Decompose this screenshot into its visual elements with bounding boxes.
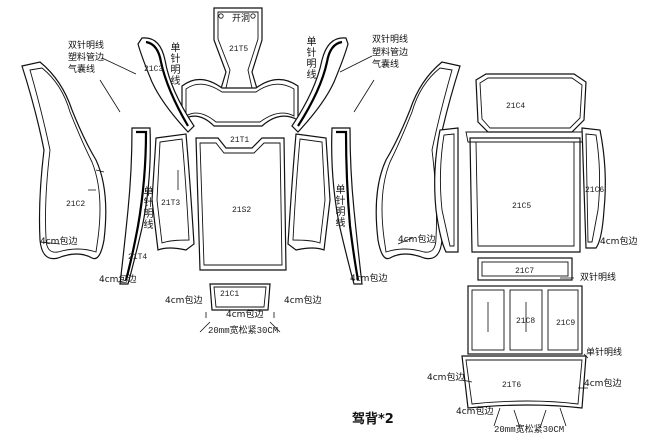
piece-21C5 — [465, 131, 587, 253]
piece-21C8-21C9 — [467, 285, 583, 355]
piece-21C1 — [199, 283, 281, 333]
label-21C1: 21C1 — [220, 290, 240, 299]
note-4cm-5: 4cm包边 — [600, 237, 638, 247]
label-21C8: 21C8 — [516, 317, 536, 326]
note-single-stitch-t6: 单针明线 — [586, 348, 623, 358]
note-single-stitch-1: 单针明线 — [168, 42, 179, 86]
label-21T4: 21T4 — [128, 253, 148, 262]
label-21C2: 21C2 — [66, 200, 86, 209]
label-21T3: 21T3 — [161, 199, 181, 208]
note-elastic-2: 20mm宽松紧30CM — [494, 425, 565, 435]
note-4cm-9: 4cm包边 — [427, 373, 465, 383]
label-21C5: 21C5 — [512, 202, 532, 211]
piece-21C2 — [21, 61, 107, 260]
label-21C3: 21C3 — [144, 65, 164, 74]
note-4cm-11: 4cm包边 — [456, 407, 494, 417]
piece-21C4 — [475, 73, 587, 133]
note-4cm-3: 4cm包边 — [350, 274, 388, 284]
note-double-stitch-left: 双针明线 — [68, 41, 105, 51]
piece-21T3-mirror — [287, 133, 331, 251]
note-4cm-8: 4cm包边 — [226, 310, 264, 320]
note-double-stitch-right: 双针明线 — [372, 35, 409, 45]
note-single-stitch-4: 单针明线 — [333, 184, 344, 228]
piece-21T3 — [151, 133, 195, 251]
note-single-stitch-3: 单针明线 — [141, 186, 152, 230]
label-21T1: 21T1 — [230, 136, 250, 145]
note-double-stitch-c7: 双针明线 — [580, 273, 617, 283]
sheet-title: 驾背*2 — [352, 412, 394, 427]
note-airbag-right: 气囊线 — [372, 60, 400, 70]
piece-21C7 — [477, 257, 573, 281]
label-21C6: 21C6 — [585, 186, 605, 195]
note-4cm-4: 4cm包边 — [398, 235, 436, 245]
piece-21T4 — [119, 127, 151, 285]
label-21C7: 21C7 — [515, 267, 535, 276]
label-21C4: 21C4 — [506, 102, 526, 111]
label-21T5: 21T5 — [229, 45, 249, 54]
note-elastic-1: 20mm宽松紧30CM — [208, 326, 279, 336]
note-4cm-10: 4cm包边 — [584, 379, 622, 389]
piece-21S2 — [195, 137, 287, 271]
piece-21C6 — [434, 127, 606, 253]
note-airbag-left: 气囊线 — [68, 65, 96, 75]
label-21T6: 21T6 — [502, 381, 522, 390]
leader-lines — [39, 55, 589, 389]
piece-21T4-mirror — [331, 127, 363, 285]
label-open-hole: 开洞 — [232, 14, 251, 24]
note-single-stitch-2: 单针明线 — [304, 36, 315, 80]
note-4cm-7: 4cm包边 — [284, 296, 322, 306]
note-4cm-1: 4cm包边 — [40, 237, 78, 247]
note-4cm-2: 4cm包边 — [99, 275, 137, 285]
note-plastic-piping-right: 塑料管边 — [372, 48, 409, 58]
piece-21C3-mirror — [291, 37, 349, 133]
note-plastic-piping-left: 塑料管边 — [68, 53, 105, 63]
note-4cm-6: 4cm包边 — [165, 296, 203, 306]
label-21S2: 21S2 — [232, 206, 252, 215]
piece-21C3 — [137, 37, 195, 133]
piece-21T6 — [461, 355, 587, 429]
label-21C9: 21C9 — [556, 319, 576, 328]
